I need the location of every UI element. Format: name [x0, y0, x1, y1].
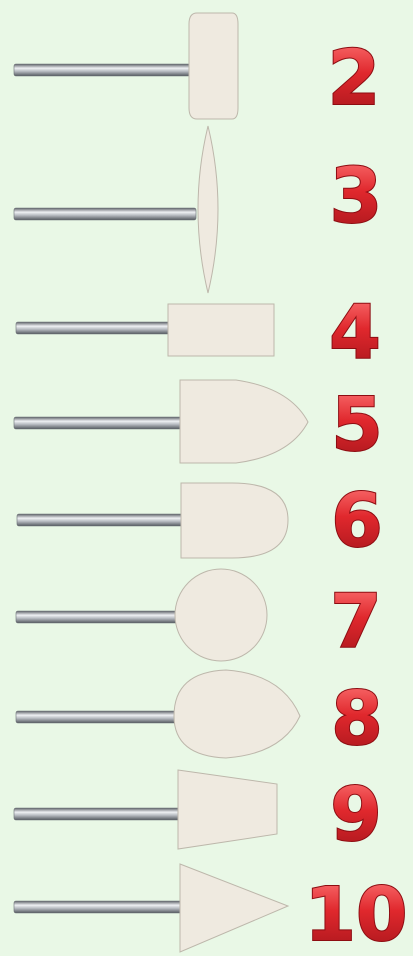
shaft — [17, 514, 183, 526]
tool-row-6 — [17, 483, 288, 558]
felt-head-cylinder-rounded — [189, 13, 238, 119]
shaft — [16, 322, 170, 334]
shaft — [14, 901, 184, 913]
tool-row-9 — [14, 770, 277, 849]
shaft — [16, 711, 178, 723]
felt-head-teardrop — [174, 670, 300, 758]
tool-number: 8 — [331, 676, 383, 762]
tool-number: 2 — [328, 33, 381, 122]
felt-head-cone — [180, 864, 288, 952]
tool-number: 10 — [305, 872, 408, 956]
felt-head-sphere — [175, 569, 267, 661]
tool-number: 9 — [330, 772, 382, 858]
tool-row-8 — [16, 670, 300, 758]
shaft — [14, 808, 182, 820]
tool-row-10 — [14, 864, 288, 952]
tool-number: 3 — [330, 151, 383, 240]
tool-row-7 — [16, 569, 267, 661]
shaft — [14, 64, 190, 76]
felt-head-cylinder — [168, 304, 274, 356]
tool-row-5 — [14, 380, 308, 463]
felt-head-tapered-cylinder — [178, 770, 277, 849]
shaft — [14, 208, 196, 220]
shaft — [14, 417, 182, 429]
tool-number: 5 — [331, 382, 383, 468]
tool-row-2 — [14, 13, 238, 119]
felt-head-lens-disc — [198, 126, 218, 293]
tool-number: 7 — [330, 579, 382, 665]
felt-head-rounded-bullet — [181, 483, 288, 558]
tool-number: 6 — [331, 478, 383, 564]
felt-head-pointed-bullet — [180, 380, 308, 463]
tool-row-4 — [16, 304, 274, 356]
tool-row-3 — [14, 126, 218, 293]
tool-number: 4 — [329, 290, 381, 376]
shaft — [16, 611, 182, 623]
